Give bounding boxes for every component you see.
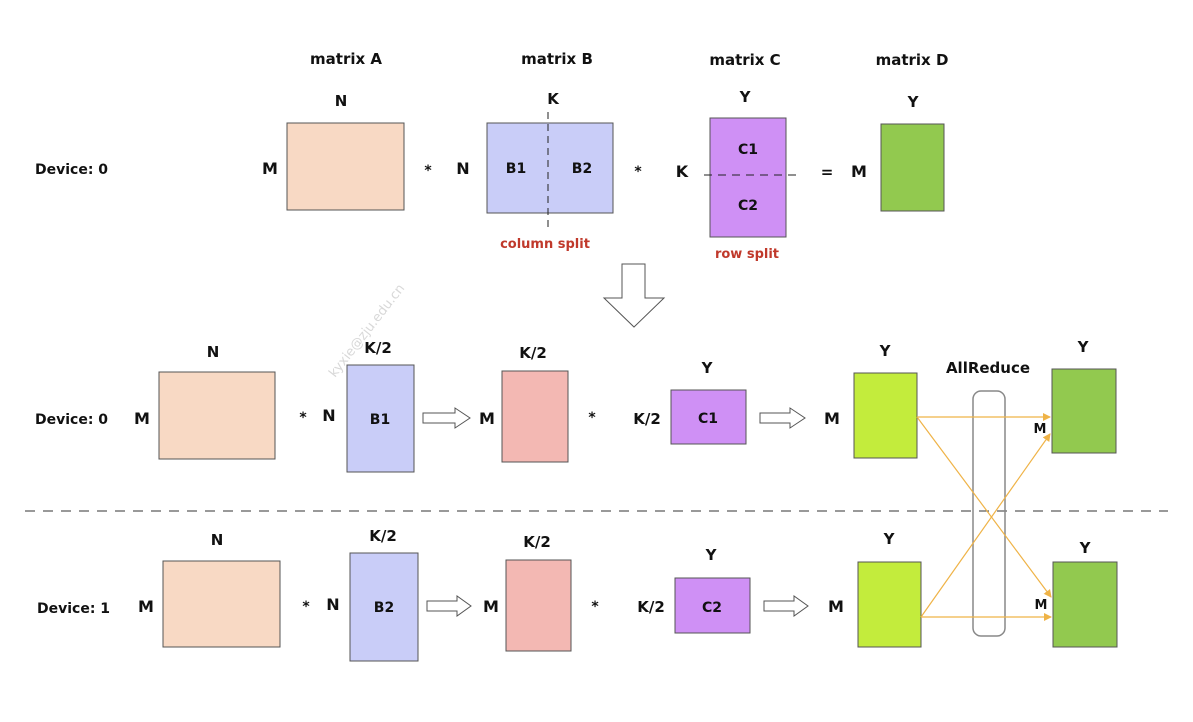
matrix-b2-label: B2 xyxy=(374,600,394,616)
intermediate-matrix xyxy=(501,370,569,463)
down-arrow-icon xyxy=(602,263,666,328)
matrix-b-part2: B2 xyxy=(572,161,592,177)
multiply-op: * xyxy=(302,599,310,615)
row-split-label: row split xyxy=(715,247,779,262)
matrix-b-title: matrix B xyxy=(521,50,593,68)
matrix-a-left-dim: M xyxy=(138,597,154,616)
device-0-row: Device: 0 N M * K/2 N B1 K/2 M * Y K/2 C… xyxy=(35,338,1117,473)
matrix-c-title: matrix C xyxy=(709,51,780,69)
multiply-op: * xyxy=(591,599,599,615)
matrix-b-part1: B1 xyxy=(506,161,526,177)
matrix-c1 xyxy=(670,389,747,445)
equals-op: = xyxy=(821,163,834,181)
multiply-op: * xyxy=(424,163,432,179)
matrix-b1 xyxy=(346,364,415,473)
matrix-c-part2: C2 xyxy=(738,198,758,214)
partial-result-top-dim: Y xyxy=(883,530,896,548)
matrix-c2 xyxy=(674,577,751,634)
matrix-d-top-dim: Y xyxy=(907,93,920,111)
partial-result-left-dim: M xyxy=(828,597,844,616)
matrix-c-left-dim: K/2 xyxy=(633,410,661,428)
matrix-a xyxy=(286,122,405,211)
partial-result xyxy=(853,372,918,459)
intermediate-top-dim: K/2 xyxy=(519,344,547,362)
matrix-b-top-dim: K/2 xyxy=(364,339,392,357)
result-matrix xyxy=(1051,368,1117,454)
top-device-label: Device: 0 xyxy=(35,162,108,178)
result-left-dim: M xyxy=(1035,598,1048,613)
matrix-a-title: matrix A xyxy=(310,50,382,68)
allreduce-box xyxy=(972,390,1006,637)
matrix-c2-label: C2 xyxy=(702,600,722,616)
allreduce-connections xyxy=(916,413,1052,621)
matrix-c xyxy=(709,117,787,238)
matrix-b-left-dim: N xyxy=(456,159,469,178)
partial-result xyxy=(857,561,922,648)
matrix-c-part1: C1 xyxy=(738,142,758,158)
matrix-b-top-dim: K xyxy=(547,90,560,108)
partial-result-left-dim: M xyxy=(824,409,840,428)
device-1-row: Device: 1 N M * K/2 N B2 K/2 M * Y K/2 C… xyxy=(37,527,1118,662)
right-arrow-icon xyxy=(422,407,471,429)
matrix-b2 xyxy=(349,552,419,662)
intermediate-matrix xyxy=(505,559,572,652)
matrix-a-top-dim: N xyxy=(207,343,220,361)
allreduce-label: AllReduce xyxy=(946,359,1030,377)
matrix-a xyxy=(158,371,276,460)
matrix-c1-label: C1 xyxy=(698,411,718,427)
matrix-b-left-dim: N xyxy=(322,406,335,425)
matrix-a-left-dim: M xyxy=(134,409,150,428)
matrix-c-left-dim: K xyxy=(676,162,689,181)
device-label: Device: 1 xyxy=(37,601,110,617)
matrix-b-left-dim: N xyxy=(326,595,339,614)
result-left-dim: M xyxy=(1034,422,1047,437)
matrix-c-top-dim: Y xyxy=(701,359,714,377)
matrix-a-top-dim: N xyxy=(335,92,348,110)
matrix-b1-label: B1 xyxy=(370,412,390,428)
matrix-c-top-dim: Y xyxy=(739,88,752,106)
matrix-d xyxy=(880,123,945,212)
allreduce-line xyxy=(920,433,1051,618)
intermediate-top-dim: K/2 xyxy=(523,533,551,551)
right-arrow-icon xyxy=(759,407,806,429)
result-top-dim: Y xyxy=(1079,539,1092,557)
multiply-op: * xyxy=(299,410,307,426)
intermediate-left-dim: M xyxy=(479,409,495,428)
partial-result-top-dim: Y xyxy=(879,342,892,360)
matrix-d-title: matrix D xyxy=(876,51,949,69)
intermediate-left-dim: M xyxy=(483,597,499,616)
device-label: Device: 0 xyxy=(35,412,108,428)
matrix-c-top-dim: Y xyxy=(705,546,718,564)
multiply-op: * xyxy=(634,164,642,180)
allreduce-line xyxy=(916,416,1052,598)
matrix-d-left-dim: M xyxy=(851,162,867,181)
matrix-a-top-dim: N xyxy=(211,531,224,549)
column-split-label: column split xyxy=(500,237,590,252)
right-arrow-icon xyxy=(426,595,472,617)
multiply-op: * xyxy=(588,410,596,426)
matrix-a xyxy=(162,560,281,648)
matrix-b-top-dim: K/2 xyxy=(369,527,397,545)
result-top-dim: Y xyxy=(1077,338,1090,356)
matrix-c-left-dim: K/2 xyxy=(637,598,665,616)
matrix-b xyxy=(486,122,614,214)
right-arrow-icon xyxy=(763,595,809,617)
matrix-a-left-dim: M xyxy=(262,159,278,178)
result-matrix xyxy=(1052,561,1118,648)
